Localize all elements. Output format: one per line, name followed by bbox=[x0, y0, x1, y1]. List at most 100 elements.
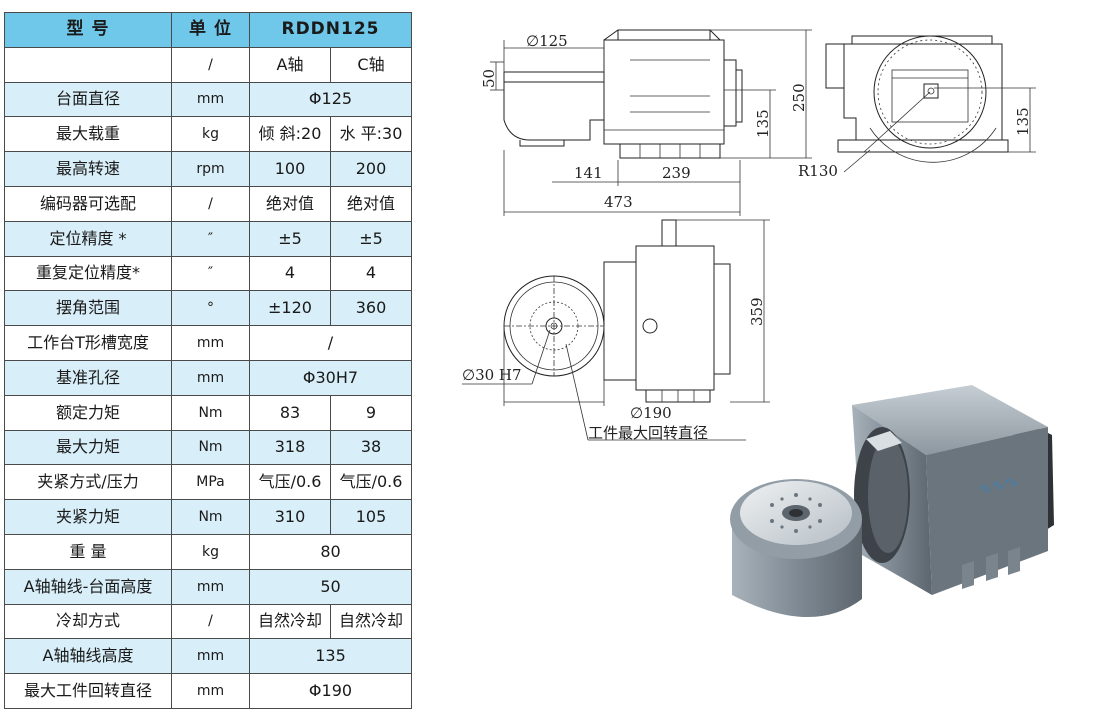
front-view-drawing: ∅125 50 135 250 141 239 473 bbox=[480, 29, 812, 216]
dim-table-diameter: ∅125 bbox=[526, 32, 568, 50]
spec-unit: MPa bbox=[171, 464, 250, 501]
spec-value-a-axis: 气压/0.6 bbox=[249, 464, 331, 501]
table-row: 定位精度 *″±5±5 bbox=[4, 220, 412, 257]
spec-label: 重 量 bbox=[4, 533, 172, 570]
spec-unit: mm bbox=[171, 673, 250, 709]
spec-label: 台面直径 bbox=[4, 81, 172, 118]
dim-width-141: 141 bbox=[574, 164, 603, 182]
spec-label: A轴轴线高度 bbox=[4, 638, 172, 675]
spec-unit: / bbox=[171, 603, 250, 640]
spec-value-c-axis: 绝对值 bbox=[330, 185, 412, 222]
spec-value-c-axis: 200 bbox=[330, 151, 412, 187]
spec-value-a-axis: ±120 bbox=[249, 290, 331, 327]
spec-value-a-axis: 310 bbox=[249, 499, 331, 535]
spec-value-a-axis: 4 bbox=[249, 255, 331, 292]
spec-label: 最大载重 bbox=[4, 116, 172, 153]
product-render-image: ∿∿∿ bbox=[730, 385, 1054, 618]
spec-label: 冷却方式 bbox=[4, 603, 172, 640]
spec-unit: mm bbox=[171, 81, 250, 118]
spec-unit: mm bbox=[171, 638, 250, 675]
dim-axis-height-side: 135 bbox=[1014, 107, 1032, 136]
spec-unit: / bbox=[171, 46, 250, 83]
spec-label: 夹紧力矩 bbox=[4, 499, 172, 535]
spec-value-c-axis: 4 bbox=[330, 255, 412, 292]
spec-value-c-axis: 水 平:30 bbox=[330, 116, 412, 153]
spec-label: 重复定位精度* bbox=[4, 255, 172, 292]
spec-unit: ″ bbox=[171, 220, 250, 257]
spec-value-c-axis: 360 bbox=[330, 290, 412, 327]
spec-unit: Nm bbox=[171, 394, 250, 431]
dim-top-length: 359 bbox=[748, 297, 766, 326]
spec-unit: ° bbox=[171, 290, 250, 327]
spec-label bbox=[4, 46, 172, 83]
dim-swing-radius: R130 bbox=[798, 162, 838, 180]
spec-value: 135 bbox=[249, 638, 412, 675]
dim-width-239: 239 bbox=[662, 164, 691, 182]
spec-value: Φ125 bbox=[249, 81, 412, 118]
spec-value-c-axis: C轴 bbox=[330, 46, 412, 83]
header-unit: 单 位 bbox=[171, 12, 250, 48]
spec-value: 50 bbox=[249, 568, 412, 605]
dim-reference-bore: ∅30 H7 bbox=[462, 366, 522, 384]
spec-label: 基准孔径 bbox=[4, 359, 172, 396]
spec-value-a-axis: 倾 斜:20 bbox=[249, 116, 331, 153]
spec-unit: ″ bbox=[171, 255, 250, 292]
table-row: 编码器可选配/绝对值绝对值 bbox=[4, 185, 412, 222]
spec-value-c-axis: 9 bbox=[330, 394, 412, 431]
spec-value: 80 bbox=[249, 533, 412, 570]
top-view-drawing: 359 ∅30 H7 ∅190 工件最大回转直径 bbox=[462, 219, 770, 442]
dim-axis-table-height: 50 bbox=[480, 69, 498, 88]
spec-label: 额定力矩 bbox=[4, 394, 172, 431]
dim-swing-diameter: ∅190 bbox=[630, 404, 672, 422]
spec-value-a-axis: A轴 bbox=[249, 46, 331, 83]
spec-label: 夹紧方式/压力 bbox=[4, 464, 172, 501]
dim-axis-height-front: 135 bbox=[754, 109, 772, 138]
technical-drawings: ∅125 50 135 250 141 239 473 bbox=[462, 29, 1036, 442]
spec-unit: mm bbox=[171, 359, 250, 396]
spec-value-a-axis: 318 bbox=[249, 429, 331, 466]
spec-value-a-axis: 100 bbox=[249, 151, 331, 187]
spec-unit: rpm bbox=[171, 151, 250, 187]
spec-label: 最高转速 bbox=[4, 151, 172, 187]
spec-value-c-axis: 38 bbox=[330, 429, 412, 466]
spec-value-a-axis: 绝对值 bbox=[249, 185, 331, 222]
spec-label: 工作台T形槽宽度 bbox=[4, 325, 172, 361]
table-header-row: 型 号 单 位 RDDN125 bbox=[4, 12, 412, 48]
table-row: 冷却方式/自然冷却自然冷却 bbox=[4, 603, 412, 640]
spec-value: Φ30H7 bbox=[249, 359, 412, 396]
header-model: 型 号 bbox=[4, 12, 172, 48]
spec-value-a-axis: ±5 bbox=[249, 220, 331, 257]
spec-value-c-axis: 105 bbox=[330, 499, 412, 535]
spec-unit: Nm bbox=[171, 499, 250, 535]
note-max-swing-diameter: 工件最大回转直径 bbox=[588, 424, 708, 442]
spec-label: 编码器可选配 bbox=[4, 185, 172, 222]
spec-unit: / bbox=[171, 185, 250, 222]
spec-label: A轴轴线-台面高度 bbox=[4, 568, 172, 605]
spec-value-c-axis: 自然冷却 bbox=[330, 603, 412, 640]
spec-value-a-axis: 83 bbox=[249, 394, 331, 431]
dim-overall-height: 250 bbox=[790, 83, 808, 112]
spec-value: Φ190 bbox=[249, 673, 412, 709]
header-product-code: RDDN125 bbox=[249, 12, 412, 48]
spec-unit: mm bbox=[171, 325, 250, 361]
spec-unit: mm bbox=[171, 568, 250, 605]
spec-label: 定位精度 * bbox=[4, 220, 172, 257]
side-view-drawing: R130 135 bbox=[798, 35, 1036, 180]
spec-label: 最大力矩 bbox=[4, 429, 172, 466]
spec-unit: Nm bbox=[171, 429, 250, 466]
